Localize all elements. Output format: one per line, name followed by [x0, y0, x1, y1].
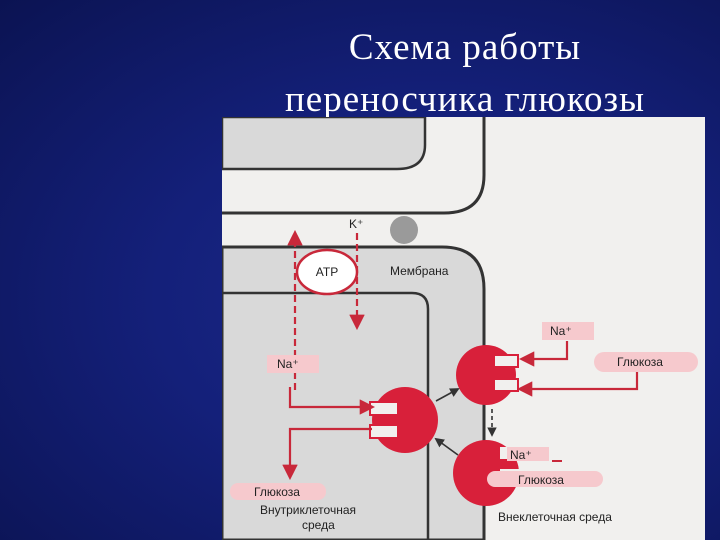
upper-cell-right-membrane: [222, 117, 486, 215]
membrane-label: Мембрана: [390, 264, 449, 278]
glucose-binding-arrow: [516, 372, 639, 397]
extracellular-label: Внеклеточная среда: [498, 510, 612, 524]
na-outer-bottom-box: [507, 447, 549, 461]
transition-arrow-up: [435, 388, 460, 402]
na-binding-arrow: [518, 341, 569, 367]
na-outer-top-box: [542, 322, 594, 340]
glucose-outer-top-label: Глюкоза: [617, 355, 663, 369]
k-ion-label: K⁺: [349, 217, 363, 231]
transporter-outward-upper: [456, 345, 519, 405]
na-outer-top-label: Na⁺: [550, 324, 572, 338]
atp-label: АТР: [316, 265, 338, 279]
lower-cell-inner-membrane: [222, 291, 430, 540]
glucose-outer-top-box: [594, 352, 698, 372]
intracellular-label-line1: Внутриклеточная: [260, 503, 356, 517]
title-line-1: Схема работы: [348, 27, 582, 68]
slide-title: Схема работы переносчика глюкозы: [230, 22, 700, 126]
glucose-inner-box: [230, 483, 326, 500]
glucose-outer-bottom-label: Глюкоза: [518, 473, 564, 487]
upper-cell-membrane: [222, 117, 427, 171]
k-ion-particle: [390, 216, 418, 244]
transition-arrow-return: [434, 437, 459, 456]
transporter-diagram: K⁺ АТР Мембрана Na⁺ Na⁺ Глюкоза: [222, 117, 705, 540]
glucose-inward-flow-arrow: [282, 427, 372, 481]
transporter-inward: [369, 387, 438, 453]
intracellular-label-line2: среда: [302, 518, 335, 532]
na-inner-box: [267, 355, 319, 373]
glucose-inner-label: Глюкоза: [254, 485, 300, 499]
atp-pump: [295, 248, 359, 296]
glucose-outer-bottom-box: [487, 471, 603, 487]
na-inward-flow-arrow: [288, 387, 376, 415]
title-line-2: переносчика глюкозы: [284, 79, 646, 120]
na-outer-bottom-label: Na⁺: [510, 448, 532, 462]
na-inner-label: Na⁺: [277, 357, 299, 371]
